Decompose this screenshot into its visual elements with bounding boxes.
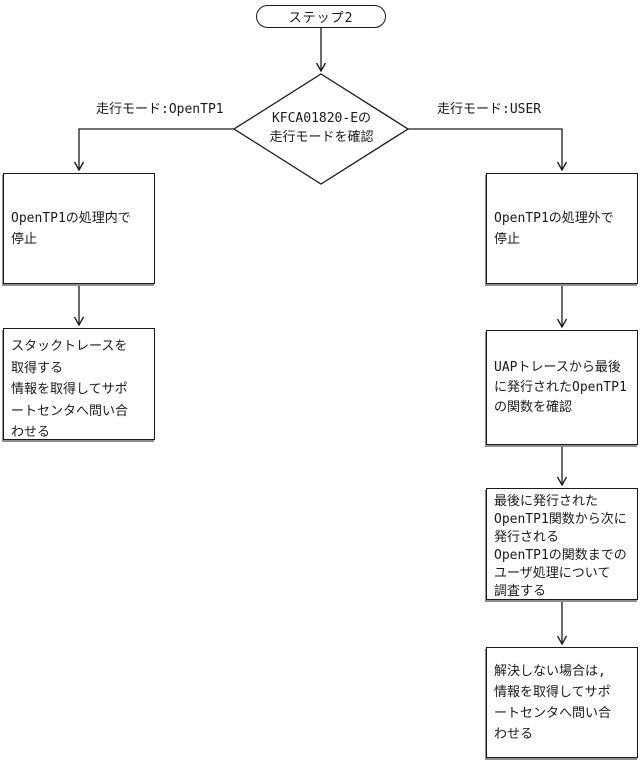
process-box-left-1-text: OpenTP1の処理内で 停止 [11,210,131,247]
connector-branch-left [73,128,234,172]
process-box-right-3: 最後に発行された OpenTP1関数から次に 発行される OpenTP1の関数ま… [486,488,638,600]
connector-branch-right [408,128,568,172]
process-box-left-2-text: スタックトレースを 取得する 情報を取得してサポ ートセンタへ問い合 わせる [11,339,129,440]
process-box-right-2-text: UAPトレースから最後 に発行されたOpenTP1 の関数を確認 [494,359,627,415]
process-box-right-1-text: OpenTP1の処理外で 停止 [494,210,614,247]
decision-diamond-shape [232,73,410,185]
process-box-right-2: UAPトレースから最後 に発行されたOpenTP1 の関数を確認 [486,330,638,445]
process-box-right-4: 解決しない場合は, 情報を取得してサポ ートセンタへ問い合 わせる [486,647,638,758]
branch-label-user-mode: 走行モード:USER [437,102,542,117]
decision-label: KFCA01820-Eの 走行モードを確認 [269,111,374,145]
process-box-left-2: スタックトレースを 取得する 情報を取得してサポ ートセンタへ問い合 わせる [3,328,155,440]
process-box-right-1: OpenTP1の処理外で 停止 [486,173,638,284]
process-box-left-1: OpenTP1の処理内で 停止 [3,173,155,284]
start-terminator: ステップ2 [256,5,386,28]
process-box-right-4-text: 解決しない場合は, 情報を取得してサポ ートセンタへ問い合 わせる [494,663,612,742]
branch-label-opentp1-mode: 走行モード:OpenTP1 [96,102,224,117]
process-box-right-3-text: 最後に発行された OpenTP1関数から次に 発行される OpenTP1の関数ま… [494,494,627,599]
